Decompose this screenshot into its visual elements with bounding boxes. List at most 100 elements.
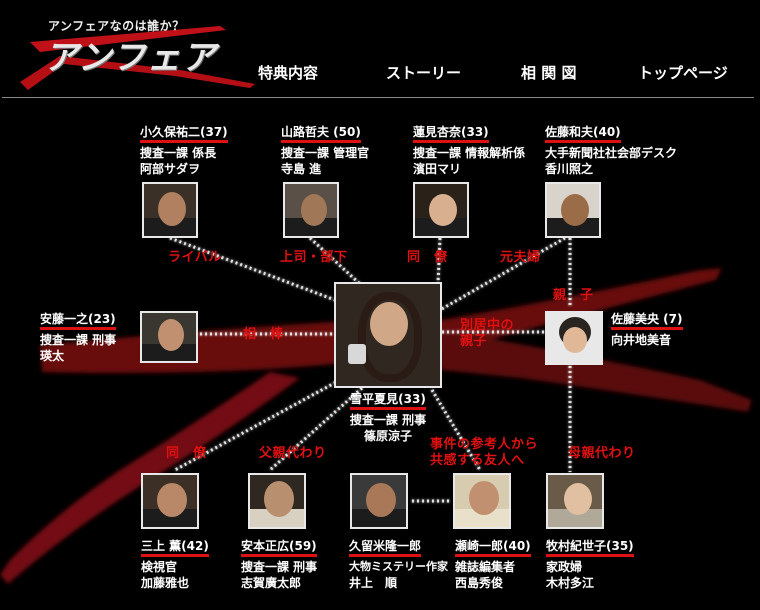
photo-body — [285, 217, 337, 236]
character-name: 小久保祐二(37) — [140, 125, 228, 143]
photo-satou-kazuo[interactable] — [545, 182, 601, 238]
main-nav: 特典内容 ストーリー 相 関 図 トップページ — [0, 62, 760, 86]
photo-body — [142, 344, 196, 361]
character-role: 捜査一課 係長 — [140, 146, 217, 160]
face-icon — [429, 194, 457, 226]
photo-body — [144, 217, 196, 236]
character-name: 安藤一之(23) — [40, 312, 116, 330]
character-sezaki: 瀬崎一郎(40) 雑誌編集者 西島秀俊 — [455, 538, 531, 591]
character-name: 佐藤和夫(40) — [545, 125, 621, 143]
photo-center-yukihira[interactable] — [334, 282, 442, 388]
character-actor: 加藤雅也 — [141, 576, 190, 590]
photo-hasumi[interactable] — [413, 182, 469, 238]
photo-sezaki[interactable] — [453, 473, 511, 529]
face-icon — [469, 481, 499, 515]
photo-body — [548, 508, 602, 527]
character-name: 雪平夏見(33) — [350, 392, 426, 410]
character-satou-kazuo: 佐藤和夫(40) 大手新聞社社会部デスク 香川照之 — [545, 124, 677, 177]
face-icon — [561, 194, 589, 226]
character-name: 安本正広(59) — [241, 539, 317, 557]
relation-separated-1: 別居中の — [460, 318, 515, 333]
tagline: アンフェアなのは誰か？ — [48, 19, 185, 33]
character-role: 大手新聞社社会部デスク — [545, 146, 678, 160]
character-actor: 木村多江 — [546, 576, 595, 590]
face-icon — [157, 483, 187, 517]
character-andou: 安藤一之(23) 捜査一課 刑事 瑛太 — [40, 311, 116, 364]
relation-partner: 相 棒 — [243, 327, 284, 342]
photo-makimura[interactable] — [546, 473, 604, 529]
relation-parent-child: 親 子 — [553, 288, 594, 303]
photo-mikami[interactable] — [141, 473, 199, 529]
character-yamaji: 山路哲夫 (50) 捜査一課 管理官 寺島 進 — [281, 124, 369, 177]
face-icon — [366, 483, 396, 517]
face-icon — [264, 481, 294, 517]
relation-colleague-bottom: 同 僚 — [166, 446, 207, 461]
site-logo[interactable]: アンフェア — [44, 38, 217, 78]
relation-boss-subordinate: 上司・部下 — [280, 250, 348, 265]
photo-kurume[interactable] — [350, 473, 408, 529]
character-mikami: 三上 薫(42) 検視官 加藤雅也 — [141, 538, 209, 591]
photo-yasumoto[interactable] — [248, 473, 306, 529]
relation-rival: ライバル — [168, 250, 222, 265]
photo-body — [415, 217, 467, 236]
character-actor: 濱田マリ — [413, 162, 462, 176]
character-name: 三上 薫(42) — [141, 539, 209, 557]
character-actor: 向井地美音 — [611, 333, 672, 347]
site-header: アンフェアなのは誰か？ アンフェア 特典内容 ストーリー 相 関 図 トップペー… — [0, 0, 760, 100]
character-name: 蓮見杏奈(33) — [413, 125, 489, 143]
face-icon — [158, 319, 184, 351]
relation-mother-figure: 母親代わり — [568, 446, 636, 461]
character-role: 家政婦 — [546, 560, 583, 574]
photo-body — [250, 508, 304, 527]
character-name: 久留米隆一郎 — [349, 539, 422, 557]
character-role: 捜査一課 管理官 — [281, 146, 370, 160]
photo-body — [352, 508, 406, 527]
relation-separated-2: 親子 — [460, 334, 488, 349]
relation-father-figure: 父親代わり — [259, 446, 327, 461]
face-icon — [158, 192, 186, 226]
photo-body — [143, 508, 197, 527]
photo-body — [455, 508, 509, 527]
nav-story[interactable]: ストーリー — [386, 64, 462, 82]
character-yasumoto: 安本正広(59) 捜査一課 刑事 志賀廣太郎 — [241, 538, 317, 591]
photo-body — [547, 217, 599, 236]
character-role: 捜査一課 情報解析係 — [413, 146, 526, 160]
character-center-yukihira: 雪平夏見(33) 捜査一課 刑事 篠原涼子 — [334, 391, 442, 444]
character-kubota: 小久保祐二(37) 捜査一課 係長 阿部サダヲ — [140, 124, 228, 177]
character-actor: 井上 順 — [349, 576, 398, 590]
nav-bonus[interactable]: 特典内容 — [258, 64, 319, 82]
photo-andou[interactable] — [140, 311, 198, 363]
nav-top-page[interactable]: トップページ — [638, 64, 728, 82]
character-hasumi: 蓮見杏奈(33) 捜査一課 情報解析係 濱田マリ — [413, 124, 525, 177]
face-icon — [563, 327, 587, 353]
character-name: 牧村紀世子(35) — [546, 539, 634, 557]
character-actor: 寺島 進 — [281, 162, 322, 176]
character-role: 検視官 — [141, 560, 178, 574]
character-makimura: 牧村紀世子(35) 家政婦 木村多江 — [546, 538, 634, 591]
character-kurume: 久留米隆一郎 大物ミステリー作家 井上 順 — [349, 538, 448, 591]
photo-satou-mio[interactable] — [545, 311, 603, 365]
character-name: 山路哲夫 (50) — [281, 125, 361, 143]
header-divider — [2, 97, 754, 98]
gun-icon — [348, 344, 366, 364]
character-actor: 西島秀俊 — [455, 576, 504, 590]
character-actor: 瑛太 — [40, 349, 65, 363]
relation-witness-1: 事件の参考人から — [430, 437, 539, 452]
nav-chart[interactable]: 相 関 図 — [521, 64, 577, 82]
relation-ex-spouse: 元夫婦 — [500, 250, 541, 265]
character-name: 佐藤美央 (7) — [611, 312, 683, 330]
relation-colleague-top: 同 僚 — [407, 250, 448, 265]
character-role: 捜査一課 刑事 — [241, 560, 318, 574]
character-role: 捜査一課 刑事 — [40, 333, 117, 347]
character-role: 大物ミステリー作家 — [349, 560, 448, 573]
photo-yamaji[interactable] — [283, 182, 339, 238]
character-actor: 香川照之 — [545, 162, 594, 176]
character-role: 雑誌編集者 — [455, 560, 516, 574]
photo-kubota[interactable] — [142, 182, 198, 238]
face-icon — [564, 483, 592, 515]
character-actor: 篠原涼子 — [363, 429, 412, 443]
character-actor: 阿部サダヲ — [140, 162, 201, 176]
character-actor: 志賀廣太郎 — [241, 576, 302, 590]
character-name: 瀬崎一郎(40) — [455, 539, 531, 557]
character-satou-mio: 佐藤美央 (7) 向井地美音 — [611, 311, 683, 348]
